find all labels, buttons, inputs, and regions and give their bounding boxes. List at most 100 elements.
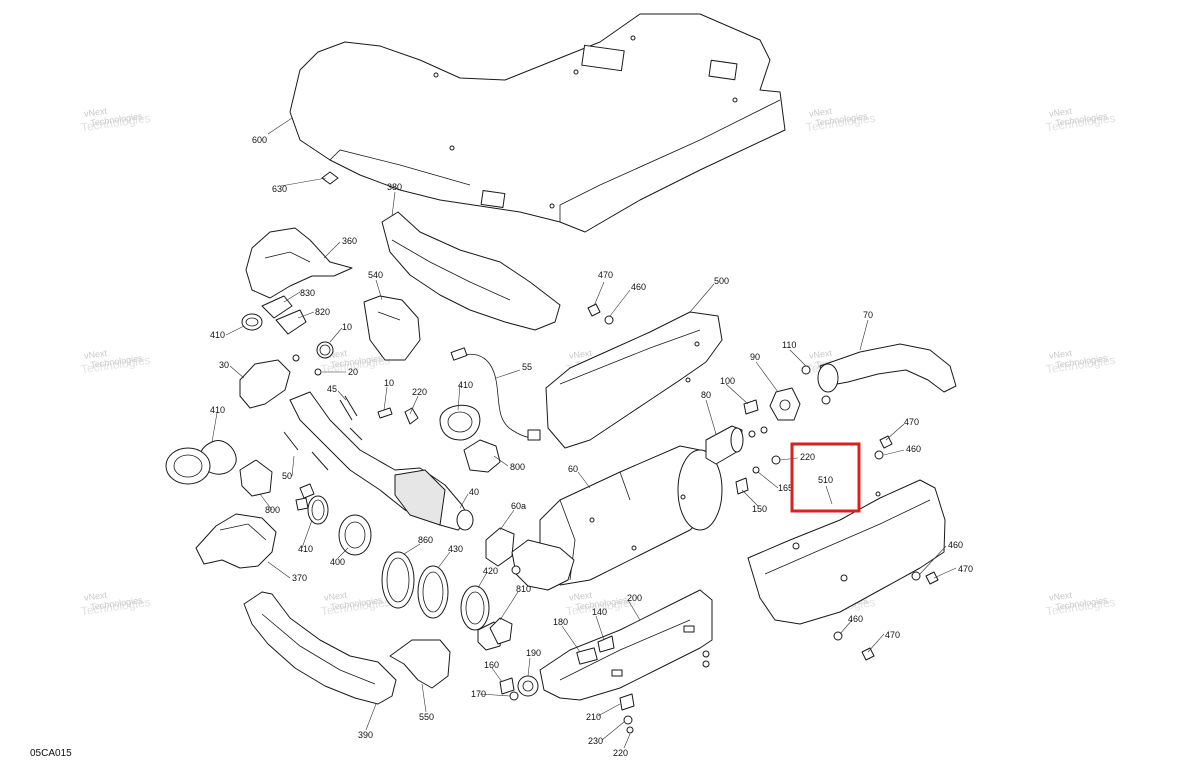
- part-50-spring[interactable]: [283, 427, 363, 471]
- callout-550[interactable]: 550: [419, 712, 434, 722]
- callout-60[interactable]: 60: [568, 464, 578, 474]
- callout-540[interactable]: 540: [368, 270, 383, 280]
- callout-220-c[interactable]: 220: [800, 452, 815, 462]
- callout-190[interactable]: 190: [526, 648, 541, 658]
- callout-40[interactable]: 40: [469, 487, 479, 497]
- part-230-washer[interactable]: [623, 715, 633, 725]
- part-10-clip[interactable]: [377, 407, 393, 419]
- callout-500[interactable]: 500: [714, 276, 729, 286]
- callout-460-b[interactable]: 460: [906, 444, 921, 454]
- part-45-spring[interactable]: [339, 395, 358, 421]
- part-470-bolt-b[interactable]: [879, 435, 893, 449]
- part-860-band-clamp[interactable]: [381, 551, 415, 609]
- callout-800-b[interactable]: 800: [265, 505, 280, 515]
- part-470-bolt-a[interactable]: [587, 303, 601, 317]
- callout-390[interactable]: 390: [358, 730, 373, 740]
- callout-470-d[interactable]: 470: [885, 630, 900, 640]
- part-800-shield-a[interactable]: [463, 439, 501, 473]
- part-210-bolt[interactable]: [619, 693, 635, 711]
- part-190-grommet[interactable]: [517, 675, 539, 697]
- callout-210[interactable]: 210: [586, 712, 601, 722]
- callout-30[interactable]: 30: [219, 360, 229, 370]
- callout-410-b[interactable]: 410: [458, 380, 473, 390]
- part-10-gasket[interactable]: [316, 341, 334, 359]
- part-550-shield[interactable]: [389, 639, 451, 689]
- callout-630[interactable]: 630: [272, 184, 287, 194]
- part-170-washer[interactable]: [509, 691, 519, 701]
- callout-510[interactable]: 510: [818, 475, 833, 485]
- part-200-bracket[interactable]: [539, 589, 713, 701]
- callout-20[interactable]: 20: [348, 367, 358, 377]
- callout-830[interactable]: 830: [300, 288, 315, 298]
- part-160-bolt[interactable]: [499, 677, 515, 695]
- part-40-header-pipe[interactable]: [289, 391, 474, 531]
- part-470-bolt-c[interactable]: [925, 571, 939, 585]
- part-390-lower-guard[interactable]: [243, 591, 397, 705]
- callout-10-b[interactable]: 10: [384, 378, 394, 388]
- callout-820[interactable]: 820: [315, 307, 330, 317]
- part-630-fastener[interactable]: [321, 171, 339, 185]
- callout-810[interactable]: 810: [516, 584, 531, 594]
- callout-100[interactable]: 100: [720, 376, 735, 386]
- callout-370[interactable]: 370: [292, 573, 307, 583]
- part-bracket-bolts[interactable]: [702, 650, 710, 668]
- part-460-washer-b[interactable]: [874, 450, 884, 460]
- part-60a-tail-section[interactable]: [485, 527, 575, 591]
- callout-460-d[interactable]: 460: [848, 614, 863, 624]
- callout-410-c[interactable]: 410: [210, 405, 225, 415]
- part-140-bushing[interactable]: [597, 635, 615, 653]
- part-400-clamp[interactable]: [338, 514, 372, 556]
- part-410-clamp-c[interactable]: [165, 440, 237, 485]
- part-410-clamp-d[interactable]: [307, 495, 329, 525]
- part-70-tail-pipe[interactable]: [817, 343, 957, 393]
- part-small-stack[interactable]: [295, 483, 315, 511]
- part-820-shield[interactable]: [275, 309, 307, 335]
- part-220-nut-bottom[interactable]: [626, 726, 634, 734]
- part-460-washer-c[interactable]: [911, 571, 921, 581]
- callout-45[interactable]: 45: [327, 384, 337, 394]
- callout-90[interactable]: 90: [750, 352, 760, 362]
- part-470-bolt-d[interactable]: [861, 647, 875, 661]
- callout-470-a[interactable]: 470: [598, 270, 613, 280]
- callout-470-c[interactable]: 470: [958, 564, 973, 574]
- part-810-shield[interactable]: [489, 617, 513, 645]
- part-90-flange[interactable]: [769, 387, 801, 421]
- callout-470-b[interactable]: 470: [904, 417, 919, 427]
- part-30-elbow-pipe[interactable]: [239, 359, 291, 409]
- callout-410-d[interactable]: 410: [298, 544, 313, 554]
- callout-165[interactable]: 165: [778, 483, 793, 493]
- part-110-fastener[interactable]: [801, 365, 831, 405]
- part-washers-row[interactable]: [748, 426, 768, 438]
- callout-160[interactable]: 160: [484, 660, 499, 670]
- callout-220-a[interactable]: 220: [412, 387, 427, 397]
- part-420-band-clamp[interactable]: [460, 585, 490, 631]
- callout-460-a[interactable]: 460: [631, 282, 646, 292]
- part-150-bolt[interactable]: [735, 477, 749, 495]
- part-800-shield-b[interactable]: [239, 459, 273, 497]
- part-380-heat-guard[interactable]: [381, 211, 561, 331]
- part-165-spacer[interactable]: [752, 466, 760, 474]
- part-80-pipe[interactable]: [705, 425, 744, 465]
- part-360-heat-shield[interactable]: [245, 227, 353, 299]
- callout-410-a[interactable]: 410: [210, 330, 225, 340]
- part-460-washer-a[interactable]: [604, 315, 614, 325]
- callout-170[interactable]: 170: [471, 689, 486, 699]
- part-500-muffler-shield[interactable]: [545, 311, 723, 449]
- part-510-heat-shield[interactable]: [747, 479, 946, 625]
- part-20-nut[interactable]: [292, 354, 322, 376]
- callout-230[interactable]: 230: [588, 736, 603, 746]
- callout-200[interactable]: 200: [627, 593, 642, 603]
- part-540-shield[interactable]: [363, 295, 421, 361]
- callout-150[interactable]: 150: [752, 504, 767, 514]
- callout-55[interactable]: 55: [522, 362, 532, 372]
- callout-220-b[interactable]: 220: [613, 748, 628, 758]
- part-220-bracket[interactable]: [404, 407, 419, 425]
- part-180-bushing[interactable]: [576, 647, 598, 665]
- callout-70[interactable]: 70: [863, 310, 873, 320]
- callout-360[interactable]: 360: [342, 236, 357, 246]
- callout-400[interactable]: 400: [330, 557, 345, 567]
- callout-140[interactable]: 140: [592, 607, 607, 617]
- part-60-muffler[interactable]: [539, 445, 723, 586]
- callout-80[interactable]: 80: [701, 390, 711, 400]
- callout-10-a[interactable]: 10: [342, 322, 352, 332]
